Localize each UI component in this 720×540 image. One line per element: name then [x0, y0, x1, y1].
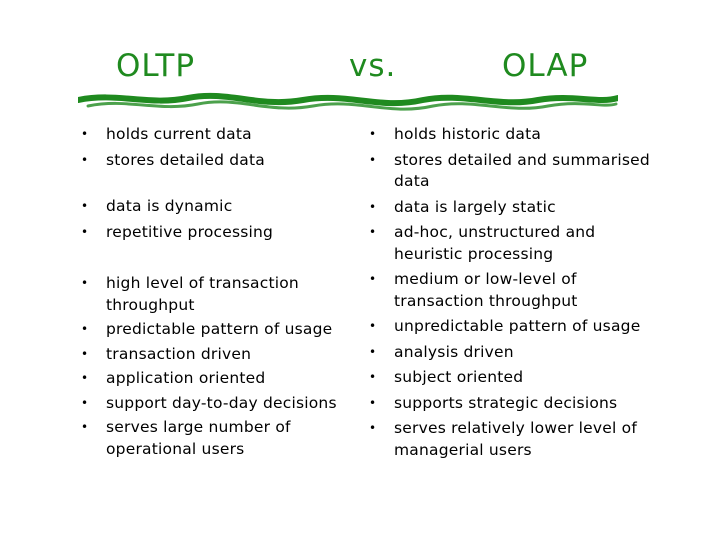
bullet-icon: • — [369, 225, 377, 239]
bullet-icon: • — [369, 319, 377, 333]
bullet-icon: • — [81, 199, 89, 213]
bullet-icon: • — [369, 370, 377, 384]
title-olap: OLAP — [502, 48, 589, 84]
bullet-icon: • — [81, 152, 89, 167]
bullet-icon: • — [369, 421, 377, 435]
bullet-icon: • — [369, 344, 377, 359]
olap-item: • supports strategic decisions — [369, 393, 654, 415]
bullet-icon: • — [369, 127, 377, 141]
oltp-item: • predictable pattern of usage — [81, 319, 361, 341]
oltp-item: • stores detailed data — [81, 150, 361, 172]
olap-item: • subject oriented — [369, 367, 654, 389]
oltp-item: • serves large number of operational use… — [81, 418, 291, 458]
bullet-icon: • — [81, 371, 89, 385]
olap-item: • analysis driven — [369, 342, 654, 364]
decorative-wave-divider — [78, 92, 618, 111]
olap-item: • serves relatively lower level of manag… — [369, 419, 637, 459]
olap-item: • holds historic data — [369, 124, 654, 146]
bullet-icon: • — [81, 395, 89, 410]
title-oltp: OLTP — [116, 48, 196, 84]
bullet-icon: • — [81, 322, 89, 336]
bullet-icon: • — [81, 224, 89, 239]
title-vs: vs. — [349, 48, 397, 84]
oltp-item: • repetitive processing — [81, 222, 361, 244]
oltp-item: • data is dynamic — [81, 196, 361, 218]
oltp-item: • high level of transaction throughput — [81, 274, 299, 314]
olap-item: • unpredictable pattern of usage — [369, 316, 654, 338]
olap-item: • medium or low-level of transaction thr… — [369, 270, 578, 310]
olap-item: • ad-hoc, unstructured and heuristic pro… — [369, 223, 596, 263]
bullet-icon: • — [369, 152, 377, 167]
oltp-item: • transaction driven — [81, 344, 361, 366]
oltp-list: • holds current data • stores detailed d… — [81, 124, 361, 460]
bullet-icon: • — [369, 395, 377, 410]
bullet-icon: • — [81, 127, 89, 141]
bullet-icon: • — [369, 199, 377, 214]
olap-list: • holds historic data • stores detailed … — [369, 124, 654, 461]
bullet-icon: • — [81, 276, 89, 290]
olap-item: • data is largely static — [369, 197, 654, 219]
oltp-item: • holds current data — [81, 124, 361, 146]
olap-item: • stores detailed and summarised data — [369, 150, 650, 191]
oltp-item: • support day-to-day decisions — [81, 393, 361, 415]
bullet-icon: • — [81, 420, 89, 434]
oltp-item: • application oriented — [81, 368, 361, 390]
bullet-icon: • — [369, 272, 377, 286]
bullet-icon: • — [81, 346, 89, 361]
